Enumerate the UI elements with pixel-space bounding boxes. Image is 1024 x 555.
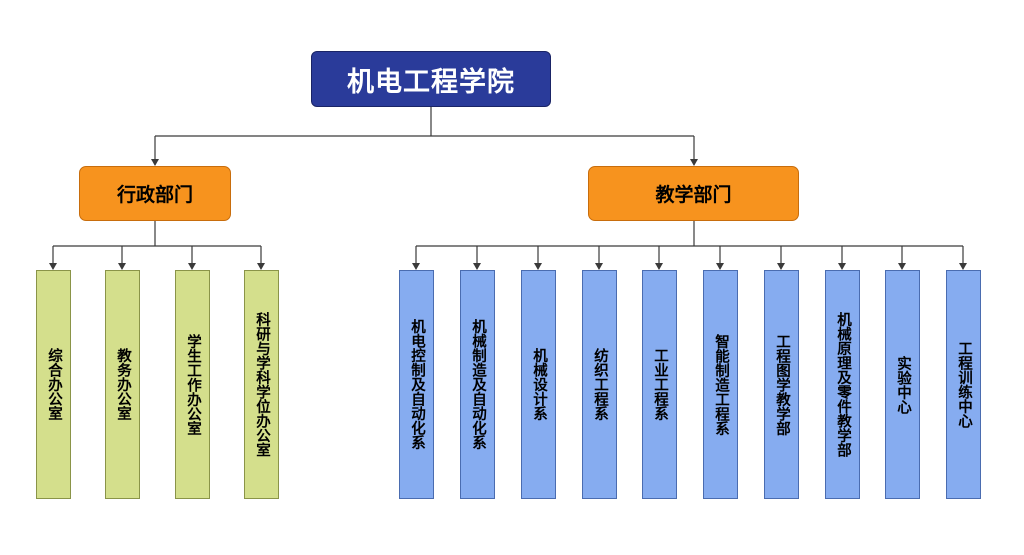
teaching-unit-engineering-graphics: 工程图学教学部 (764, 270, 799, 499)
admin-unit-student-affairs: 学生工作办公室 (175, 270, 210, 499)
teaching-unit-industrial-engineering: 工业工程系 (642, 270, 677, 499)
teaching-unit-mechanism-principles: 机械原理及零件教学部 (825, 270, 860, 499)
admin-department-node: 行政部门 (79, 166, 231, 221)
teaching-unit-manufacturing: 机械制造及自动化系 (460, 270, 495, 499)
teaching-unit-textile-engineering: 纺织工程系 (582, 270, 617, 499)
admin-unit-general-office: 综合办公室 (36, 270, 71, 499)
teaching-unit-experiment-center: 实验中心 (885, 270, 920, 499)
teaching-unit-mechatronics: 机电控制及自动化系 (399, 270, 434, 499)
admin-unit-research-office: 科研与学科学位办公室 (244, 270, 279, 499)
org-root-node: 机电工程学院 (311, 51, 551, 107)
teaching-unit-intelligent-manufacturing: 智能制造工程系 (703, 270, 738, 499)
admin-unit-academic-affairs: 教务办公室 (105, 270, 140, 499)
teaching-department-node: 教学部门 (588, 166, 799, 221)
teaching-unit-mechanical-design: 机械设计系 (521, 270, 556, 499)
teaching-unit-engineering-training-center: 工程训练中心 (946, 270, 981, 499)
